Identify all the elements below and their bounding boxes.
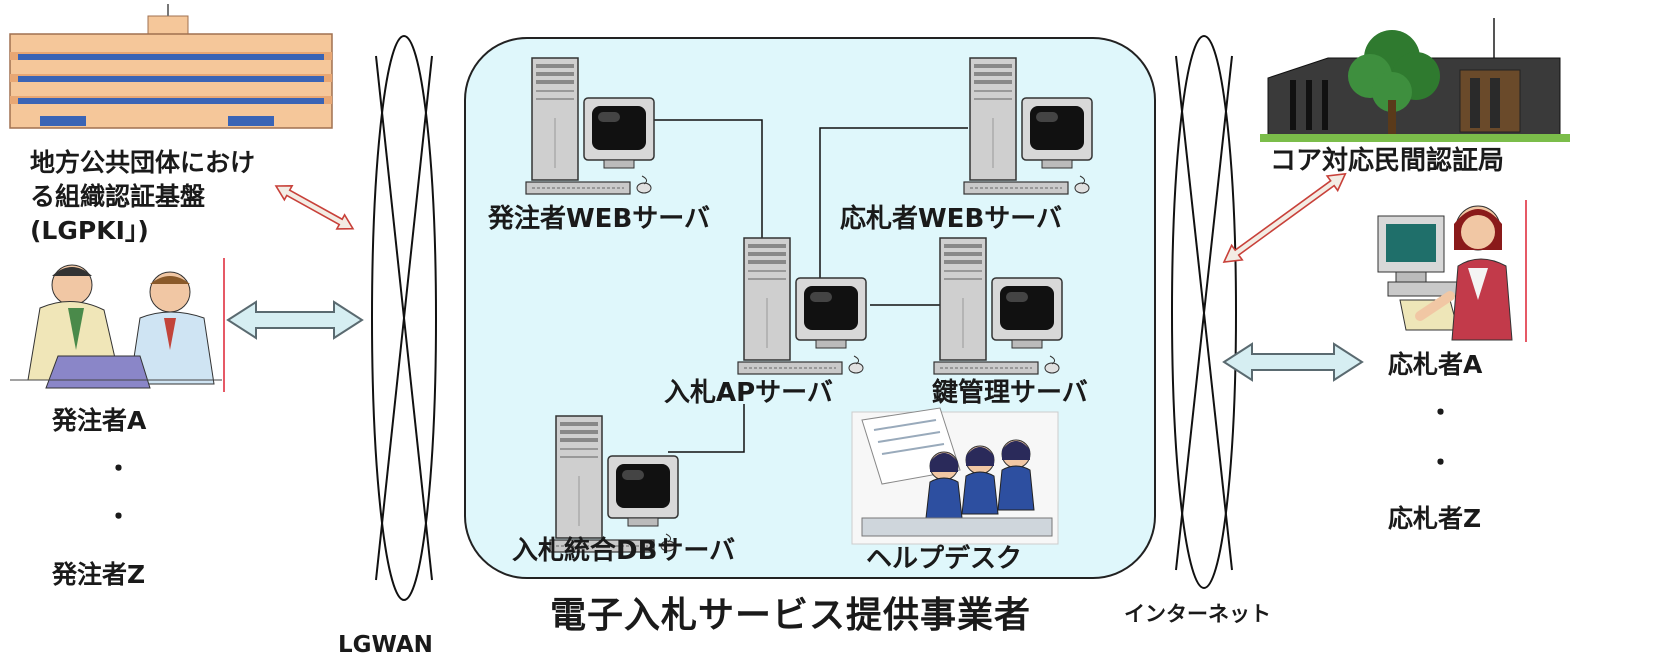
- bidder-web-server-label: 応札者WEBサーバ: [840, 204, 1062, 234]
- helpdesk-icon: [851, 407, 1059, 545]
- ca-building-icon: [1260, 18, 1570, 142]
- bidder-first-label: 応札者A: [1388, 350, 1483, 379]
- server-connections: [626, 119, 968, 453]
- orderer-last-label: 発注者Z: [52, 560, 146, 589]
- provider-title: 電子入札サービス提供事業者: [550, 595, 1032, 636]
- helpdesk-label: ヘルプデスク: [866, 544, 1023, 574]
- government-building-icon: [9, 4, 333, 129]
- ca-cert-arrow: [1222, 172, 1347, 263]
- internet-bidder-arrow: [1222, 342, 1364, 382]
- orderer-first-label: 発注者A: [52, 406, 147, 435]
- bidder-last-label: 応札者Z: [1388, 504, 1482, 533]
- lgwan-label: LGWAN: [338, 632, 433, 658]
- lgwan-ellipse: [371, 35, 437, 601]
- orderer-ellipsis-dot-2: ・: [106, 502, 132, 531]
- lgpki-label-line2: る組織認証基盤: [30, 182, 206, 211]
- lgpki-label-line3: (LGPKI」): [30, 216, 149, 245]
- orderer-ellipsis-dot-1: ・: [106, 454, 132, 483]
- ca-label: コア対応民間認証局: [1270, 146, 1505, 176]
- ap-server-label: 入札APサーバ: [664, 378, 833, 408]
- bidder-ellipsis-dot-1: ・: [1428, 398, 1454, 427]
- business-people-icon: [10, 258, 225, 392]
- internet-ellipse: [1171, 35, 1237, 589]
- bidder-woman-icon: [1377, 200, 1527, 342]
- lgpki-label-line1: 地方公共団体におけ: [30, 148, 256, 177]
- lgpki-cert-arrow: [274, 184, 355, 230]
- bidder-ellipsis-dot-2: ・: [1428, 448, 1454, 477]
- orderer-lgwan-arrow: [226, 300, 364, 340]
- key-server-label: 鍵管理サーバ: [932, 378, 1088, 408]
- db-server-label: 入札統合DBサーバ: [512, 536, 736, 566]
- orderer-web-server-label: 発注者WEBサーバ: [488, 204, 710, 234]
- internet-label: インターネット: [1124, 602, 1271, 626]
